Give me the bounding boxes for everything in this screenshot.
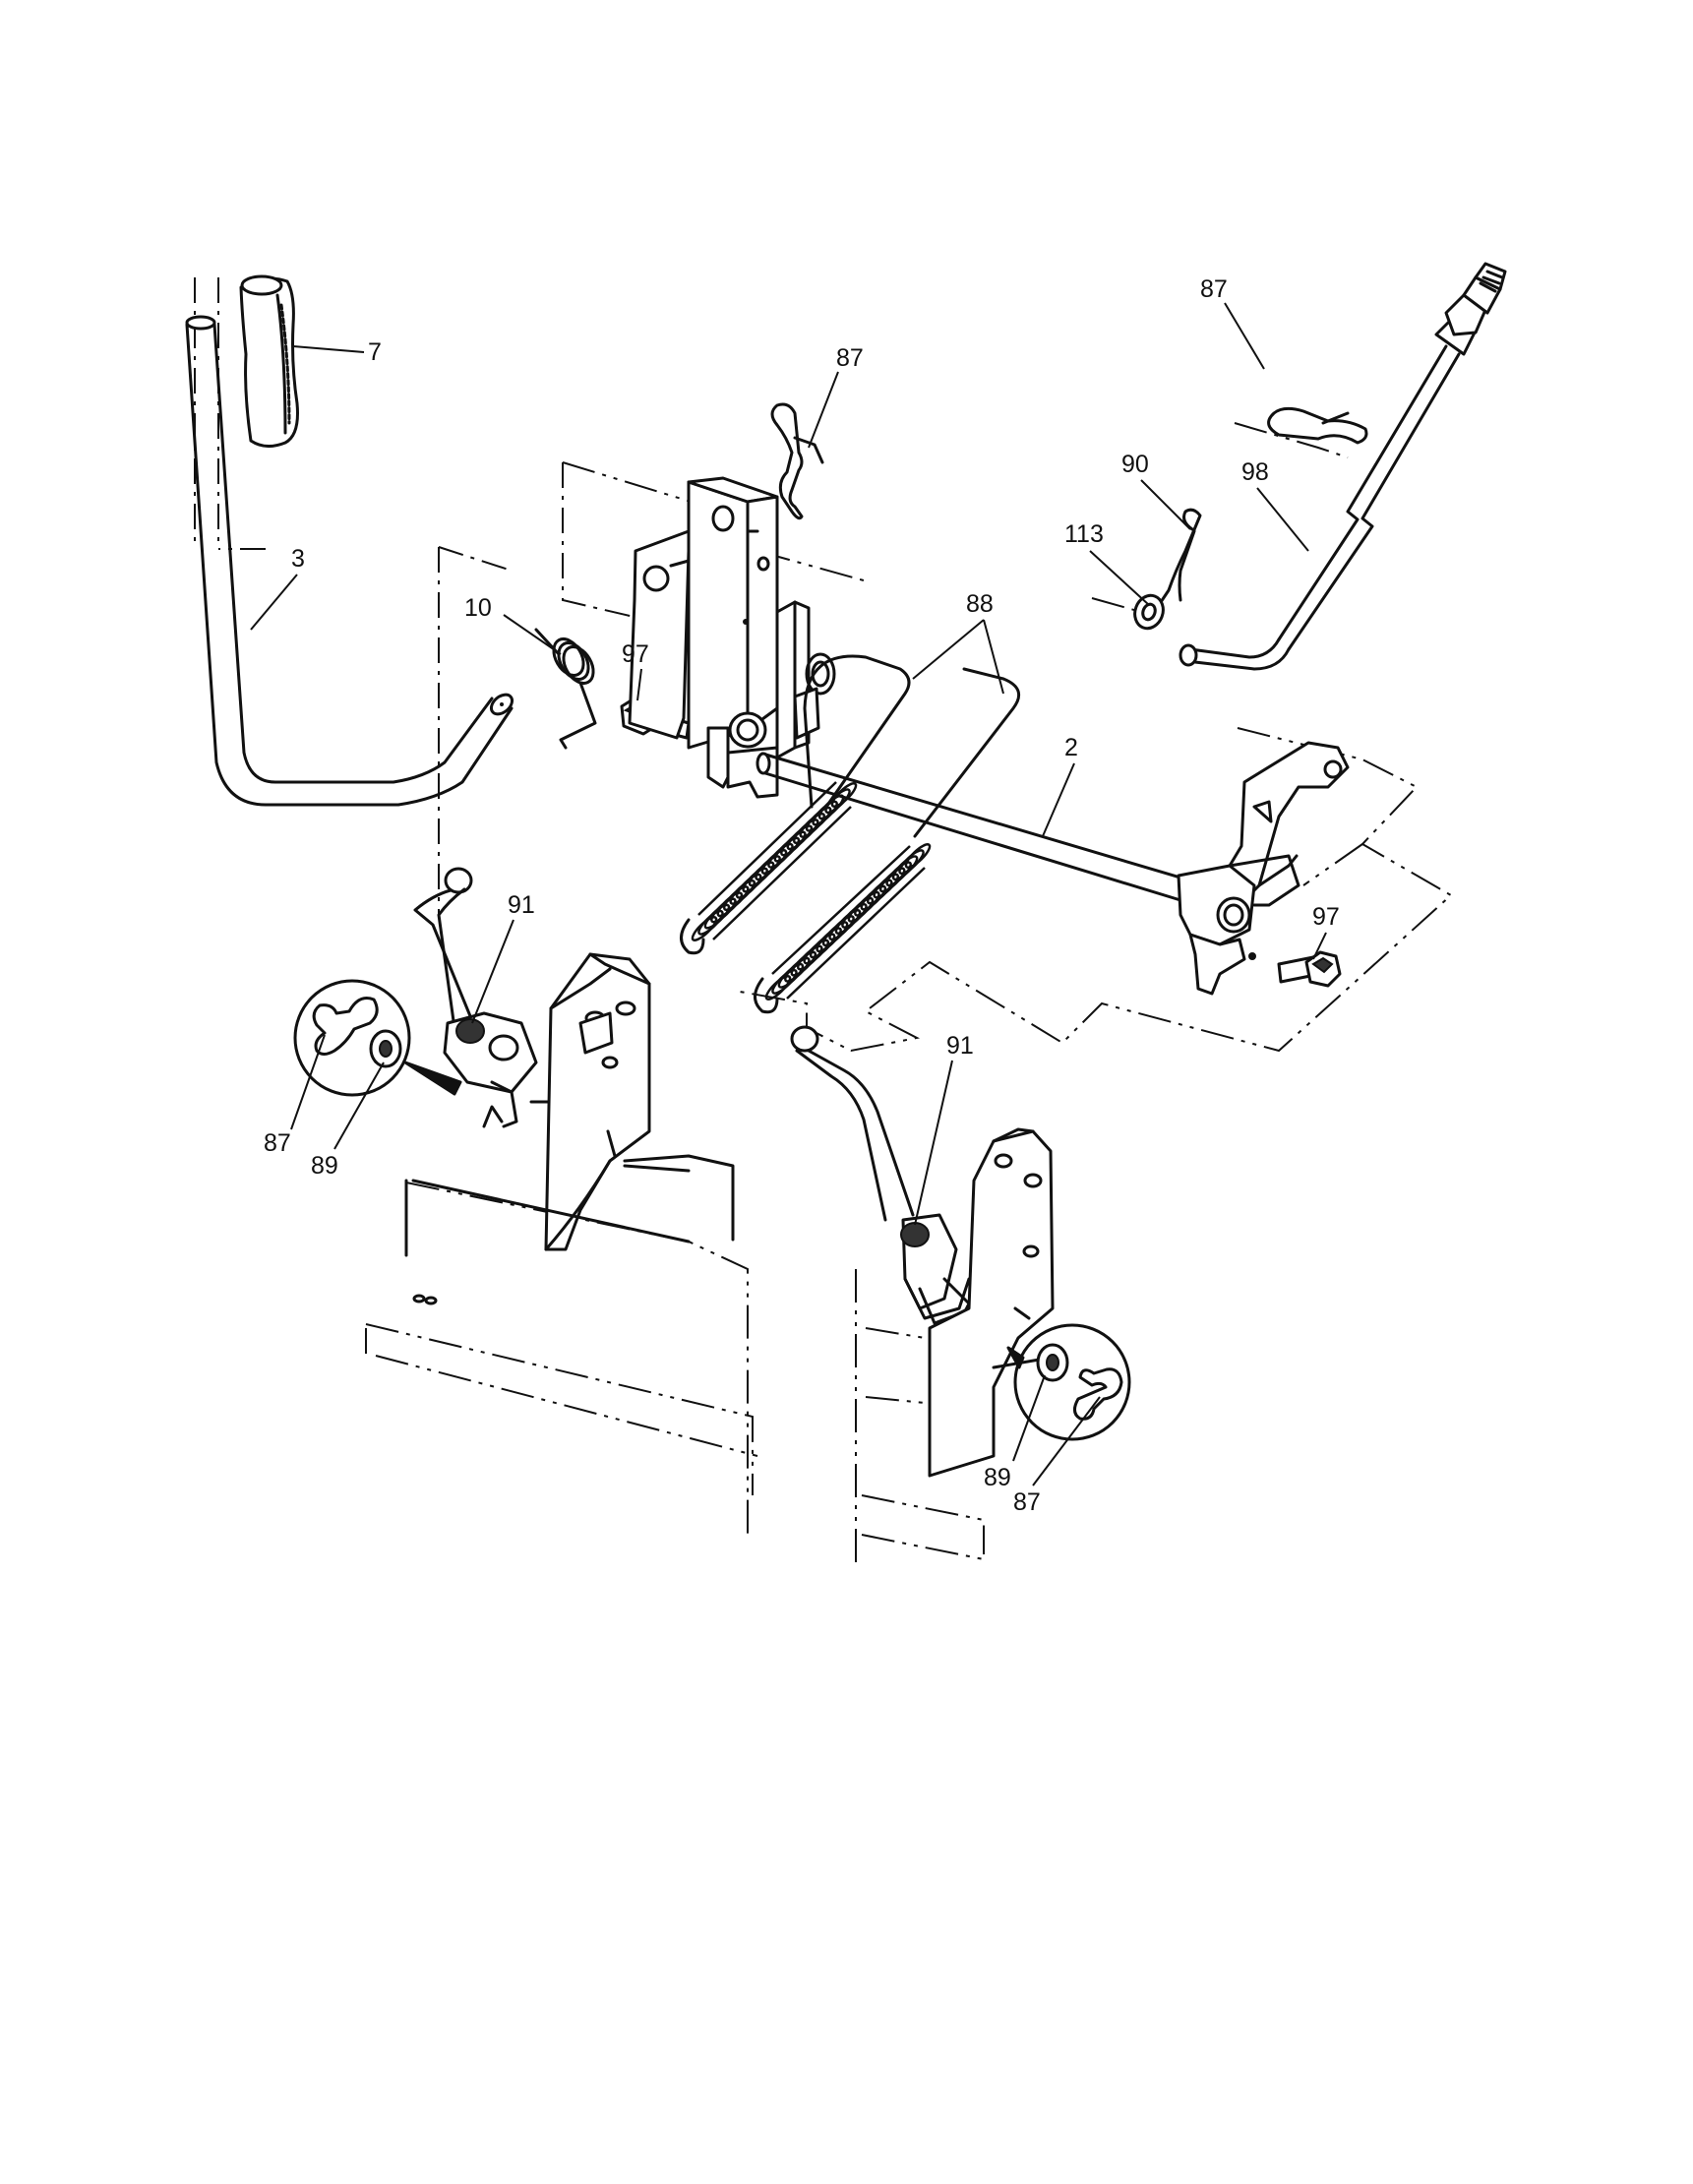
callout-98: 98 — [1241, 458, 1269, 486]
callout-2: 2 — [1064, 734, 1078, 761]
callout-113: 113 — [1064, 520, 1104, 548]
adjust-rod-98 — [1179, 262, 1507, 671]
callout-91-left: 91 — [508, 891, 535, 919]
leader-lines — [250, 302, 1327, 1486]
spring-right-coils — [764, 843, 932, 1001]
lift-handle-3 — [185, 315, 514, 807]
detail-circle-left — [293, 979, 462, 1097]
right-bracket — [1177, 741, 1350, 996]
callout-91-right: 91 — [946, 1032, 974, 1060]
callout-97-left: 97 — [622, 640, 649, 668]
callout-87-top: 87 — [836, 344, 864, 372]
deck-hanger-left — [544, 952, 651, 1251]
callout-87-right: 87 — [1013, 1488, 1041, 1516]
callout-89-right: 89 — [984, 1464, 1011, 1491]
hairpin-clip-87-topright — [1267, 406, 1368, 445]
spring-left-coils — [691, 782, 858, 941]
callout-10: 10 — [464, 594, 492, 622]
spring-coil — [830, 782, 858, 808]
callout-3: 3 — [291, 545, 305, 573]
callout-97-right: 97 — [1312, 903, 1340, 931]
grip-7 — [239, 274, 299, 448]
washer-113 — [1133, 593, 1165, 631]
callout-7: 7 — [368, 338, 382, 366]
detail-circle-right — [1006, 1323, 1131, 1441]
springs-88 — [680, 654, 1021, 1014]
deck-body-left — [404, 1154, 735, 1305]
bolt-97-right — [1277, 950, 1342, 988]
callout-labels: 7 3 87 10 97 88 2 87 90 98 113 97 91 87 … — [264, 275, 1340, 1516]
spring-coil — [904, 843, 932, 869]
lift-link-91-right — [790, 1025, 976, 1325]
cross-shaft-2 — [756, 752, 1192, 902]
callout-87-topright: 87 — [1200, 275, 1228, 303]
center-bracket — [628, 476, 836, 799]
callout-90: 90 — [1121, 451, 1149, 478]
cotter-pin-90 — [1159, 508, 1202, 604]
torsion-spring-10 — [534, 628, 597, 750]
hairpin-clip-87-top — [770, 402, 824, 520]
callout-87-left: 87 — [264, 1129, 291, 1157]
callout-88: 88 — [966, 590, 994, 618]
callout-89-left: 89 — [311, 1152, 338, 1180]
